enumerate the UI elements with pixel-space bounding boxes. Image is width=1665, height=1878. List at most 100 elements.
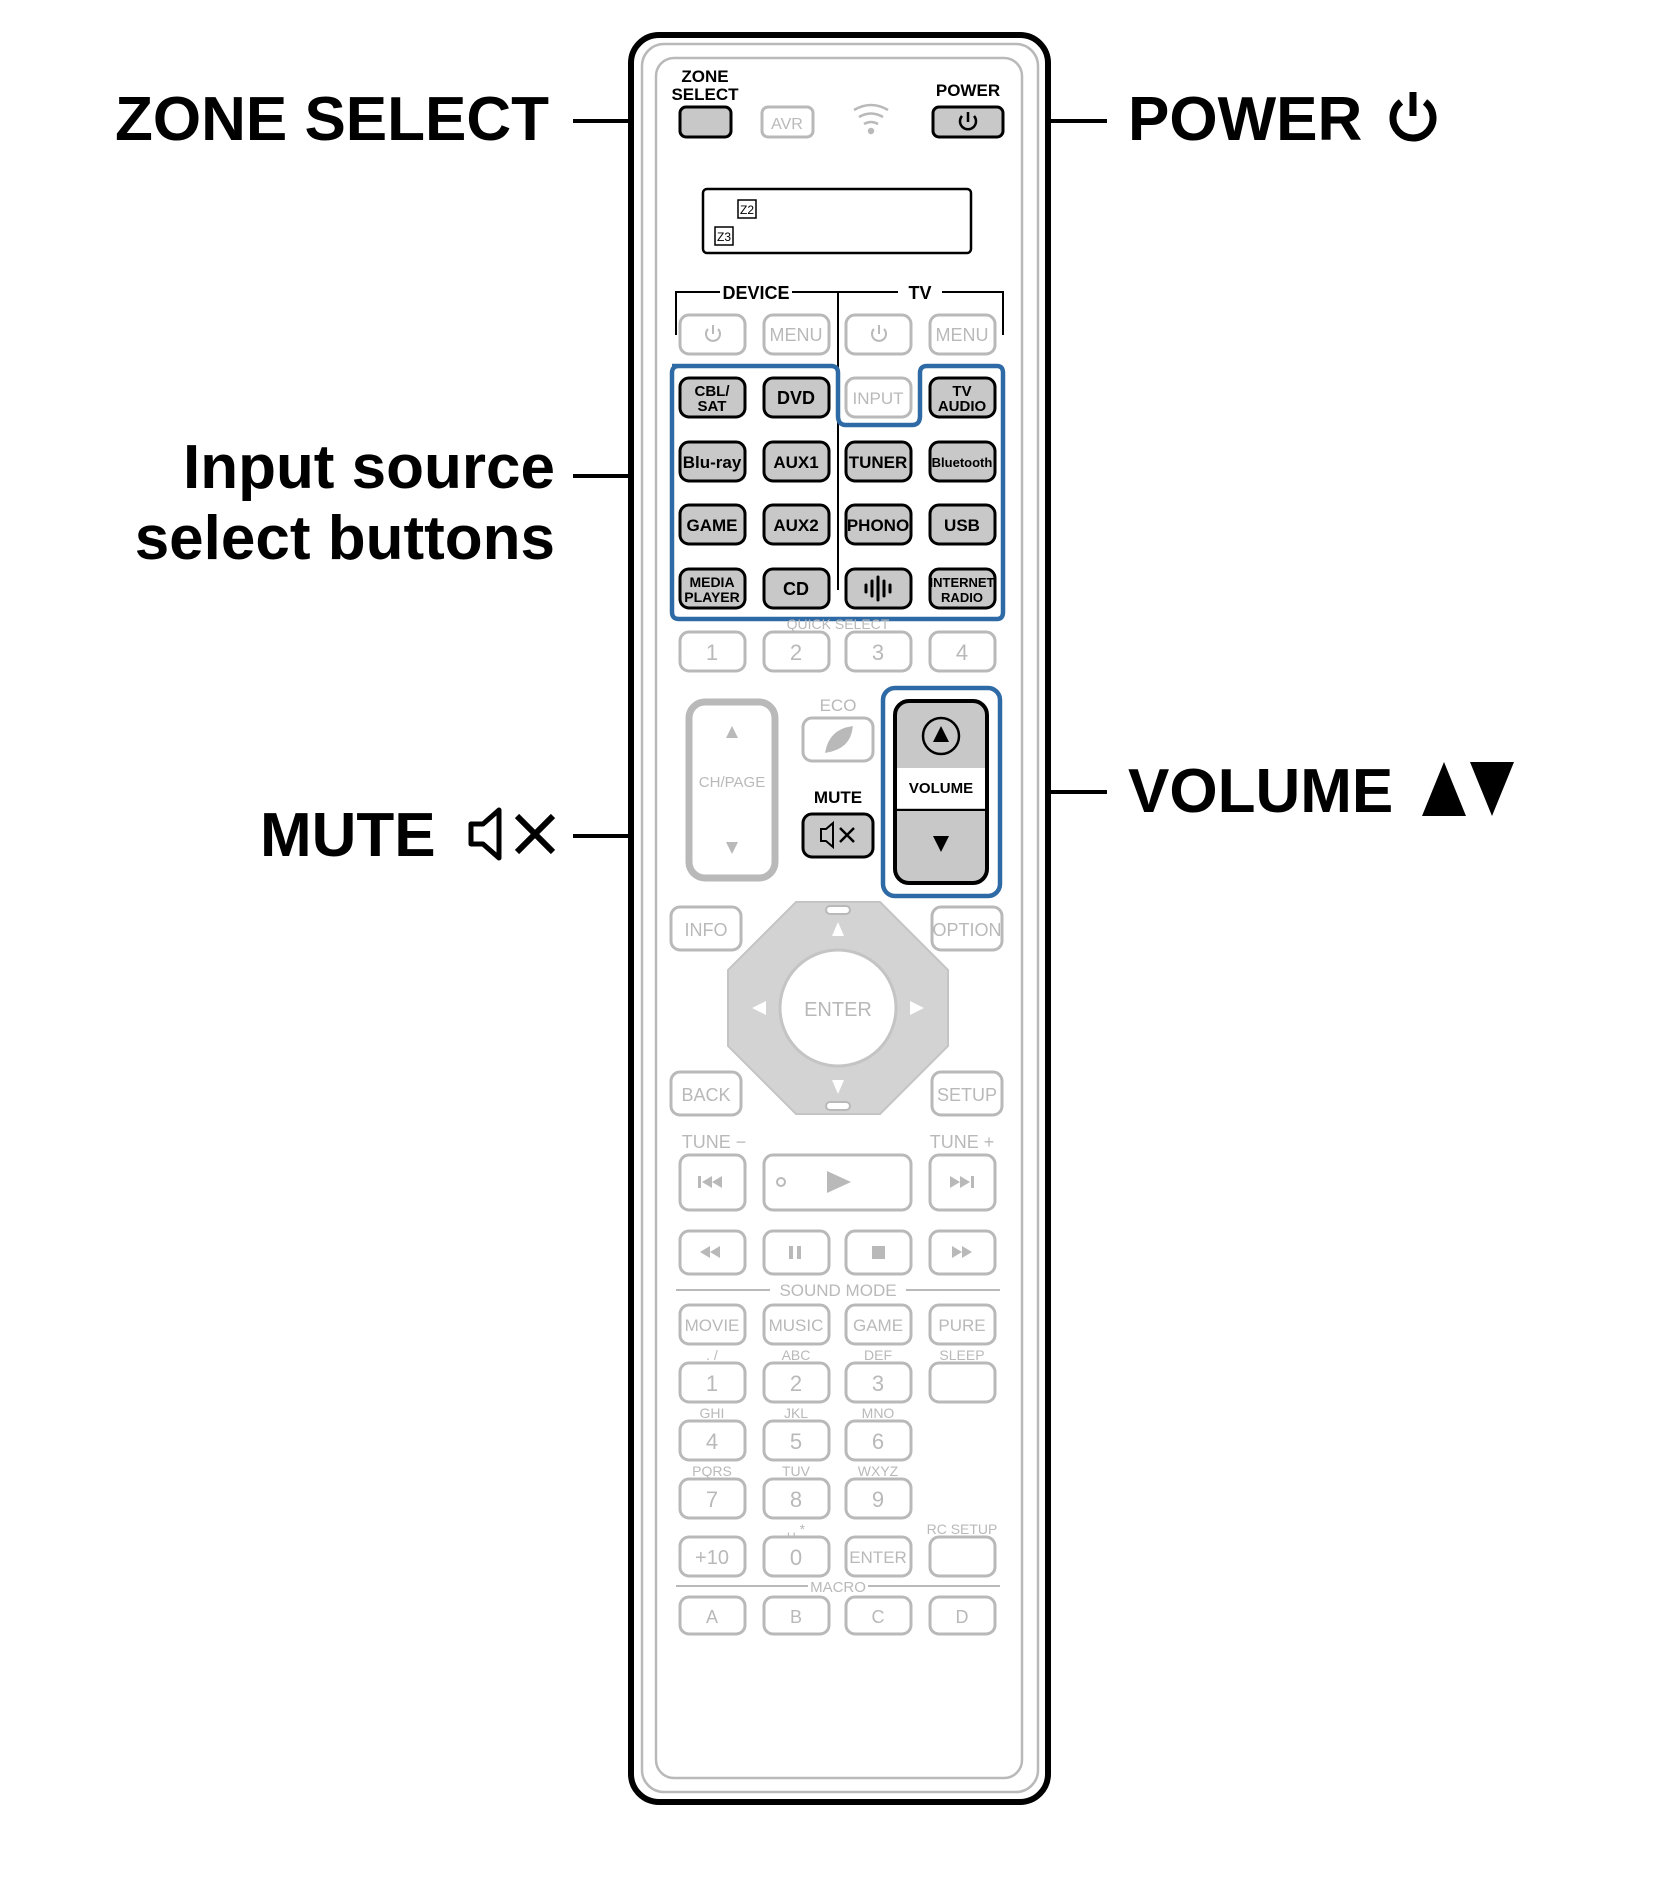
bluetooth-button[interactable] — [928, 440, 997, 483]
dpad-ring[interactable] — [727, 901, 949, 1115]
aux2-button[interactable] — [762, 503, 831, 546]
key-8-button[interactable] — [762, 1477, 831, 1520]
input-source-highlight — [669, 363, 1006, 622]
device-menu-button[interactable] — [762, 313, 831, 356]
phono-button[interactable] — [844, 503, 913, 546]
key-4-button[interactable] — [678, 1419, 747, 1462]
tv-power-icon — [871, 325, 887, 342]
aux1-button[interactable] — [762, 440, 831, 483]
key-5-label: 5 — [790, 1429, 802, 1454]
volume-highlight — [880, 685, 1003, 899]
rc-setup-button[interactable] — [928, 1535, 997, 1578]
macro-b-button[interactable] — [762, 1595, 831, 1636]
music-button[interactable] — [762, 1303, 831, 1346]
key-1-label: 1 — [706, 1371, 718, 1396]
key-7-button[interactable] — [678, 1477, 747, 1520]
quick-select-2-label: 2 — [790, 640, 802, 665]
quick-select-1-button[interactable] — [678, 630, 747, 673]
back-button[interactable] — [669, 1070, 743, 1117]
rewind-button[interactable] — [678, 1229, 747, 1276]
zone-select-leader — [573, 119, 678, 123]
tv-menu-button[interactable] — [928, 313, 997, 356]
macro-a-button[interactable] — [678, 1595, 747, 1636]
key-1-button[interactable] — [678, 1361, 747, 1404]
game-button[interactable] — [678, 503, 747, 546]
heos-button[interactable] — [844, 567, 913, 610]
key-5-sub: JKL — [784, 1405, 808, 1421]
key-6-sub: MNO — [862, 1405, 895, 1421]
power-button[interactable] — [931, 105, 1005, 139]
tv-power-button[interactable] — [844, 313, 913, 356]
movie-button[interactable] — [678, 1303, 747, 1346]
tv-audio-button[interactable] — [928, 376, 997, 419]
internet-radio-label-2: RADIO — [941, 590, 983, 605]
device-menu-label: MENU — [770, 325, 823, 345]
quick-select-3-button[interactable] — [844, 630, 913, 673]
sleep-label: SLEEP — [939, 1347, 984, 1363]
play-button[interactable] — [762, 1153, 913, 1212]
key-3-button[interactable] — [844, 1361, 913, 1404]
eco-leaf-icon — [825, 726, 853, 753]
plus10-button[interactable] — [678, 1535, 747, 1578]
tv-input-button[interactable] — [844, 376, 913, 419]
internet-radio-button[interactable] — [928, 567, 997, 610]
skip-forward-button[interactable] — [928, 1153, 997, 1212]
zone-select-button[interactable] — [678, 105, 733, 139]
tuner-label: TUNER — [849, 453, 908, 472]
info-button[interactable] — [669, 905, 743, 952]
internet-radio-label-1: INTERNET — [930, 575, 995, 590]
z2-indicator-box — [737, 199, 757, 219]
cbl-sat-button[interactable] — [678, 376, 747, 419]
game-mode-button[interactable] — [844, 1303, 913, 1346]
game-mode-label: GAME — [853, 1316, 903, 1335]
key-5-button[interactable] — [762, 1419, 831, 1462]
dpad-up-mark — [825, 905, 851, 915]
keypad-enter-button[interactable] — [844, 1535, 913, 1578]
key-9-button[interactable] — [844, 1477, 913, 1520]
key-2-button[interactable] — [762, 1361, 831, 1404]
dpad-down-mark — [825, 1101, 851, 1111]
pure-button[interactable] — [928, 1303, 997, 1346]
device-group-bracket — [675, 291, 839, 590]
plus10-label: +10 — [695, 1547, 729, 1569]
mute-button[interactable] — [801, 812, 875, 859]
volume-up-button[interactable] — [921, 716, 961, 756]
enter-button[interactable] — [778, 948, 898, 1068]
eco-button[interactable] — [801, 716, 875, 763]
cbl-sat-label-1: CBL/ — [695, 383, 731, 400]
ch-page-label: CH/PAGE — [699, 774, 765, 791]
quick-select-4-button[interactable] — [928, 630, 997, 673]
power-icon — [1389, 92, 1437, 142]
macro-c-button[interactable] — [844, 1595, 913, 1636]
bluray-button[interactable] — [678, 440, 747, 483]
input-source-callout: Input source select buttons — [100, 432, 555, 575]
option-label: OPTION — [932, 920, 1001, 940]
sleep-button[interactable] — [928, 1361, 997, 1404]
usb-button[interactable] — [928, 503, 997, 546]
stop-button[interactable] — [844, 1229, 913, 1276]
key-6-button[interactable] — [844, 1419, 913, 1462]
tuner-button[interactable] — [844, 440, 913, 483]
cd-button[interactable] — [762, 567, 831, 610]
key-7-label: 7 — [706, 1487, 718, 1512]
fast-forward-button[interactable] — [928, 1229, 997, 1276]
volume-rocker[interactable] — [893, 699, 989, 885]
setup-button[interactable] — [930, 1070, 1004, 1117]
key-4-label: 4 — [706, 1429, 718, 1454]
device-power-button[interactable] — [678, 313, 747, 356]
power-callout: POWER — [1128, 84, 1439, 155]
macro-d-button[interactable] — [928, 1595, 997, 1636]
key-2-label: 2 — [790, 1371, 802, 1396]
ch-page-rocker[interactable] — [685, 698, 779, 882]
pause-button[interactable] — [762, 1229, 831, 1276]
pure-label: PURE — [938, 1316, 985, 1335]
avr-button[interactable] — [760, 105, 815, 139]
info-label: INFO — [685, 920, 728, 940]
dvd-button[interactable] — [762, 376, 831, 419]
skip-back-button[interactable] — [678, 1153, 747, 1212]
quick-select-2-button[interactable] — [762, 630, 831, 673]
media-player-button[interactable] — [678, 567, 747, 610]
option-button[interactable] — [930, 905, 1004, 952]
key-0-button[interactable] — [762, 1535, 831, 1578]
